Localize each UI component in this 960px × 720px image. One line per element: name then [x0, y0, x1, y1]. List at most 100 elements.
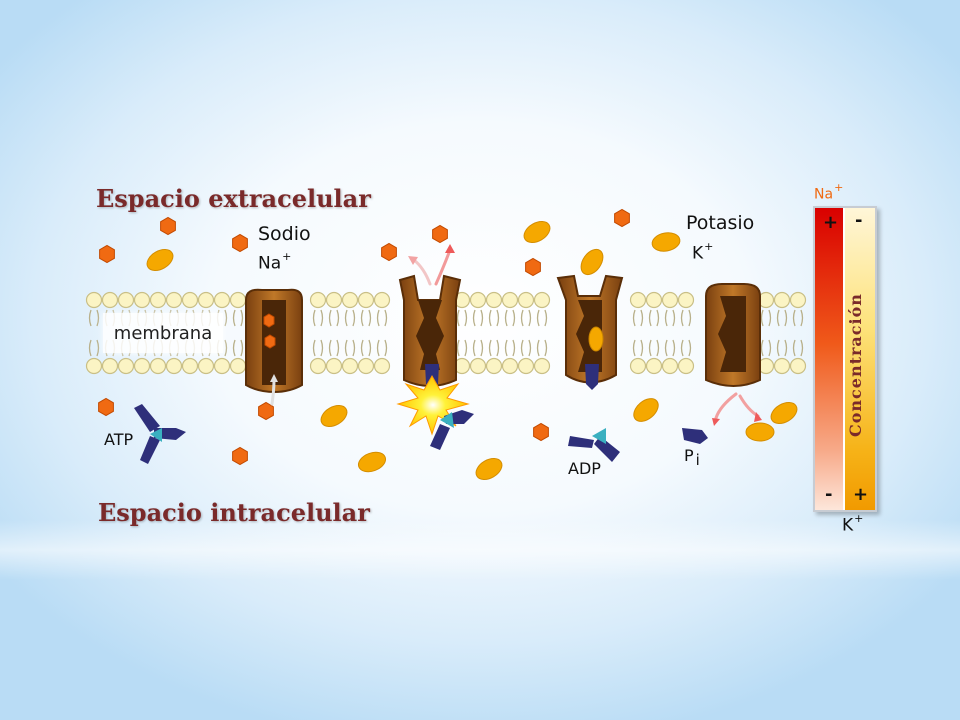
conc-bottom-left-sign: - [825, 484, 833, 505]
lipid-head [661, 291, 679, 309]
conc-top-right-sign: - [855, 210, 863, 231]
lipid-head [165, 357, 183, 375]
lipid-head [485, 357, 503, 375]
background-glow [0, 520, 960, 580]
sodium-symbol-label: Na+ [258, 250, 292, 274]
phosphate-tab [585, 364, 599, 390]
concentration-bar: + - - + [813, 206, 877, 512]
potassium-ion [320, 405, 348, 427]
conc-top-ion-label: Na+ [814, 181, 844, 203]
lipid-head [533, 291, 551, 309]
lipid-head [629, 357, 647, 375]
sodium-ion [98, 397, 114, 417]
lipid-head [645, 357, 663, 375]
conc-bottom-right-sign: + [853, 484, 869, 505]
lipid-head [501, 291, 519, 309]
potassium-gradient [845, 208, 875, 510]
lipid-head [149, 357, 167, 375]
pump-protein-2 [398, 274, 462, 387]
lipid-head [629, 291, 647, 309]
potassium-ion [588, 326, 604, 352]
lipid-head [485, 291, 503, 309]
sodium-ion [232, 446, 248, 466]
lipid-head [341, 357, 359, 375]
lipid-head [501, 357, 519, 375]
lipid-head [677, 291, 695, 309]
lipid-head [661, 357, 679, 375]
lipid-head [213, 291, 231, 309]
potassium-ion [146, 249, 174, 271]
lipid-head [789, 291, 807, 309]
lipid-head [677, 357, 695, 375]
lipid-head [789, 357, 807, 375]
potassium-ion [770, 402, 798, 424]
lipid-head [469, 291, 487, 309]
lipid-head [181, 357, 199, 375]
atp-molecule-2 [430, 410, 474, 450]
lipid-head [773, 357, 791, 375]
sodium-ion [614, 208, 630, 228]
lipid-head [133, 291, 151, 309]
lipid-head [197, 357, 215, 375]
lipid-head [517, 357, 535, 375]
potassium-symbol-label: K+ [692, 240, 714, 264]
lipid-head [229, 291, 247, 309]
lipid-head [117, 357, 135, 375]
lipid-head [325, 291, 343, 309]
energy-flash [396, 374, 470, 436]
intracellular-title: Espacio intracelular [98, 498, 370, 527]
lipid-head [181, 291, 199, 309]
lipid-head [101, 357, 119, 375]
sodium-ion [533, 422, 549, 442]
lipid-head [117, 291, 135, 309]
lipid-head [645, 291, 663, 309]
potassium-ion [633, 398, 659, 422]
potassium-ion [523, 221, 551, 243]
pi-molecule [682, 428, 708, 444]
potassium-ion [475, 458, 503, 480]
lipid-head [517, 291, 535, 309]
sodium-ion [99, 244, 115, 264]
potassium-ion [357, 451, 387, 473]
sodium-ion [160, 216, 176, 236]
potassium-ion [580, 248, 604, 276]
potassium-name-label: Potasio [686, 212, 755, 234]
sodium-ion [264, 334, 276, 349]
lipid-head [213, 357, 231, 375]
lipid-head [341, 291, 359, 309]
membrane-label: membrana [103, 313, 223, 353]
sodium-ion [432, 224, 448, 244]
atp-molecule [134, 404, 186, 464]
sodium-gradient [815, 208, 843, 510]
lipid-head [469, 357, 487, 375]
potassium-ion [651, 232, 681, 252]
lipid-head [101, 291, 119, 309]
sodium-ion [232, 233, 248, 253]
lipid-head [229, 357, 247, 375]
lipid-head [373, 291, 391, 309]
conc-bottom-ion-label: K+ [842, 512, 864, 536]
sodium-ion [525, 257, 541, 277]
lipid-head [165, 291, 183, 309]
lipid-head [85, 291, 103, 309]
lipid-head [373, 357, 391, 375]
atp-label: ATP [104, 430, 134, 449]
lipid-head [357, 357, 375, 375]
sodium-ion [381, 242, 397, 262]
potassium-ion [745, 422, 775, 442]
transport-arrows [270, 244, 762, 426]
adp-label: ADP [568, 459, 601, 478]
lipid-head [85, 357, 103, 375]
concentration-label: Concentración [846, 293, 865, 437]
extracellular-title: Espacio extracelular [96, 184, 371, 213]
pump-protein-4 [705, 283, 761, 387]
sodium-ion [263, 313, 275, 328]
lipid-bilayer [85, 291, 807, 375]
adp-molecule [568, 428, 620, 462]
sodium-name-label: Sodio [258, 223, 311, 245]
lipid-head [133, 357, 151, 375]
lipid-head [773, 291, 791, 309]
lipid-head [533, 357, 551, 375]
